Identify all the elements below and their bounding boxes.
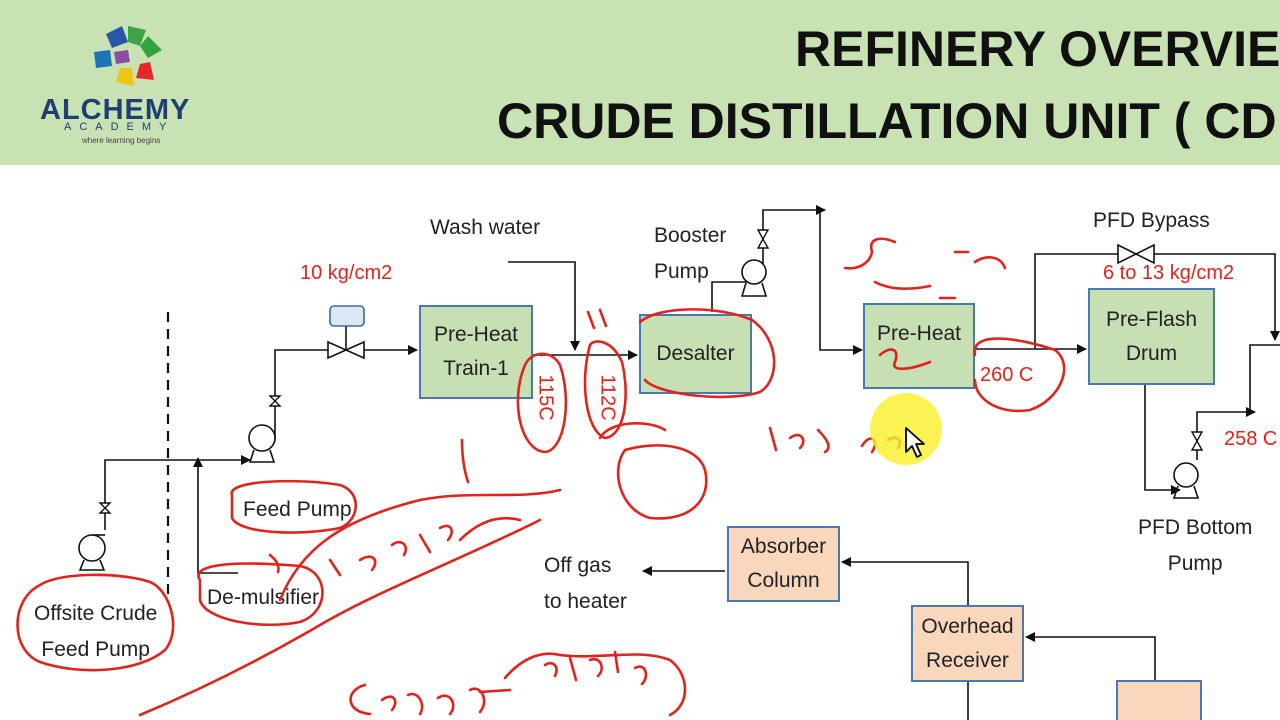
line-receiver-to-absorber — [841, 557, 969, 605]
absorber-column-label: Absorber Column — [740, 535, 827, 592]
preflash-drum-box: Pre-Flash Drum — [1088, 288, 1215, 385]
line-pfd-bypass — [1034, 253, 1280, 349]
off-gas-to-heater-label: Off gas to heater — [544, 554, 627, 613]
cursor-icon — [905, 427, 925, 458]
desalter-box: Desalter — [639, 314, 752, 394]
logo-name: ALCHEMY — [40, 94, 191, 126]
line-to-overhead-receiver — [1025, 632, 1156, 680]
pfd-bypass-label: PFD Bypass — [1093, 209, 1210, 232]
pump-icon-offsite — [78, 534, 106, 571]
line-desalter-to-booster-pump — [711, 281, 752, 312]
preheat-train-1-box: Pre-Heat Train-1 — [419, 305, 533, 399]
unlabeled-vessel-box — [1116, 680, 1202, 720]
overhead-receiver-box: Overhead Receiver — [911, 605, 1024, 682]
valve-icon — [1190, 431, 1204, 451]
pump-icon-pfd-bottom — [1172, 462, 1200, 499]
feed-pump-label: Feed Pump — [243, 498, 352, 521]
line-right-header — [1249, 344, 1280, 412]
absorber-column-box: Absorber Column — [727, 526, 840, 602]
temp-right-label: 258 C — [1224, 428, 1278, 450]
preflash-drum-label: Pre-Flash Drum — [1105, 307, 1198, 365]
preheat-2-label: Pre-Heat — [876, 322, 962, 345]
line-feed-pump-to-preheat-1 — [274, 345, 418, 440]
desalter-label: Desalter — [656, 342, 735, 365]
slide-header: ALCHEMY ACADEMY where learning begins RE… — [0, 0, 1280, 165]
preflash-pressure-label: 6 to 13 kg/cm2 — [1103, 262, 1235, 284]
demulsifier-label: De-mulsifier — [207, 586, 320, 609]
logo-icon — [94, 26, 162, 86]
valve-icon — [98, 502, 112, 514]
feed-pressure-label: 10 kg/cm2 — [300, 262, 393, 284]
logo-subtitle: ACADEMY — [64, 121, 175, 133]
pump-icon-feed — [248, 424, 276, 463]
pfd-bottom-pump-label: PFD Bottom Pump — [1138, 516, 1253, 575]
slide-title-line-2: CRUDE DISTILLATION UNIT ( CD — [497, 93, 1277, 149]
offsite-crude-feed-pump-label: Offsite Crude Feed Pump — [34, 602, 158, 661]
pump-icon-booster — [740, 259, 768, 297]
line-preflash-bottoms — [1144, 385, 1181, 495]
preheat-train-1-label: Pre-Heat Train-1 — [433, 323, 519, 380]
valve-icon-pfd-bypass — [1117, 243, 1155, 265]
preheat-2-box: Pre-Heat — [863, 303, 975, 389]
line-wash-water — [508, 261, 580, 351]
line-to-preheat-2 — [819, 210, 863, 355]
booster-pump-label: Booster Pump — [654, 224, 727, 283]
control-valve-icon — [327, 305, 365, 360]
wash-water-label: Wash water — [430, 216, 541, 239]
logo-tagline: where learning begins — [82, 136, 161, 145]
valve-icon — [268, 395, 282, 407]
temp-after-preheat-label: 260 C — [980, 364, 1034, 386]
valve-icon — [756, 229, 770, 249]
overhead-receiver-label: Overhead Receiver — [921, 614, 1014, 672]
slide-title-line-1: REFINERY OVERVIE — [795, 21, 1280, 77]
